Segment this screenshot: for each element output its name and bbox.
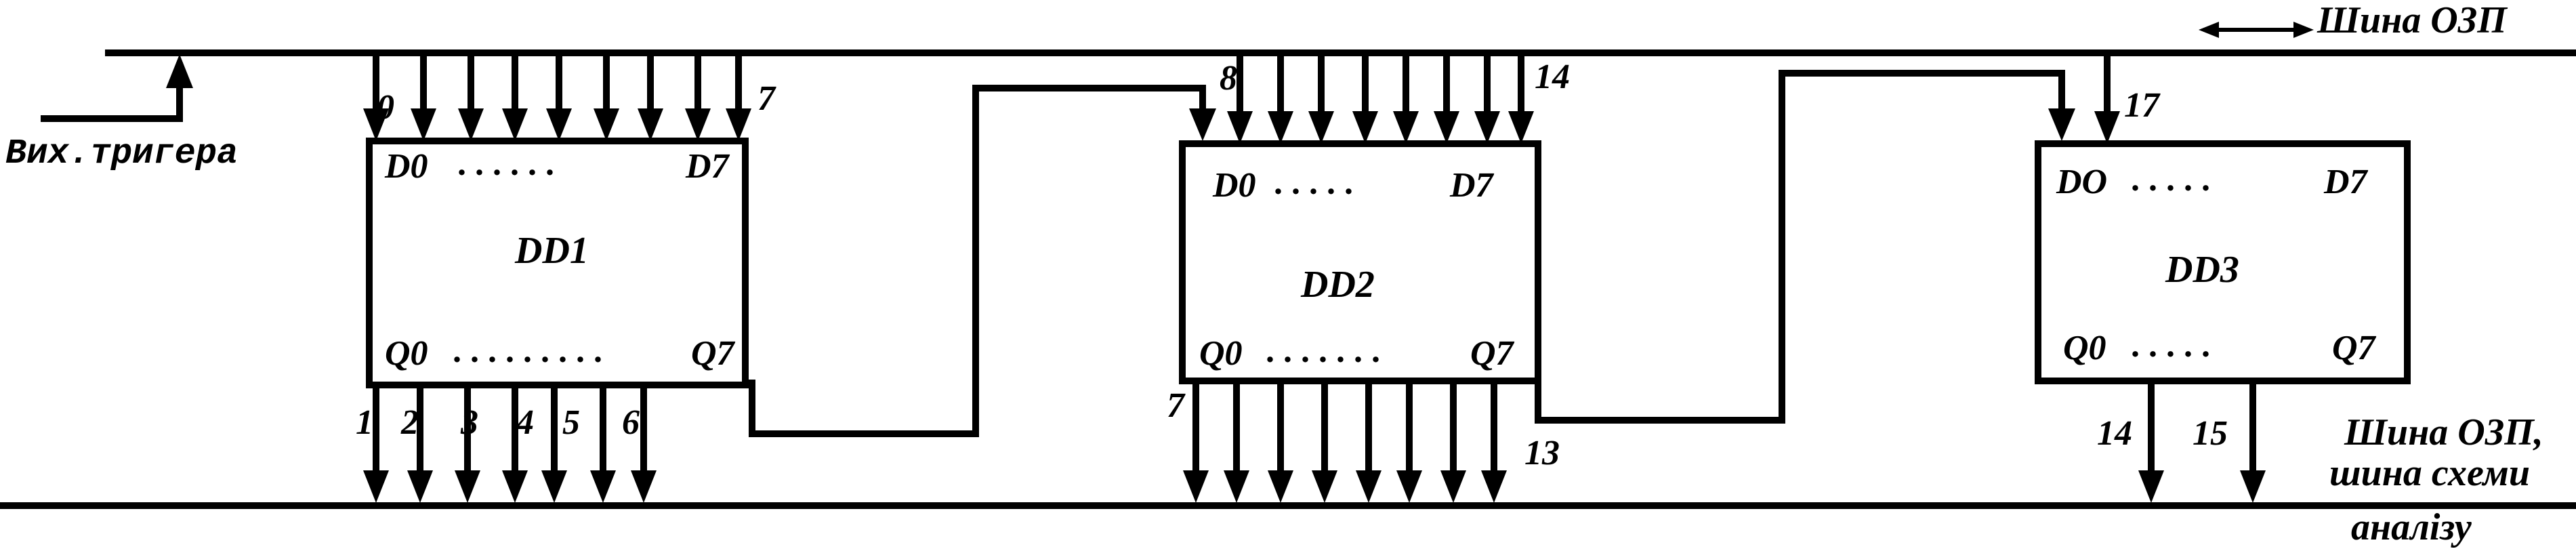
wire-dd2-q7-to-dd3-d0	[1535, 70, 2065, 424]
dd1-output-arrow-5	[590, 385, 616, 503]
dd1-input-arrow-6	[638, 53, 663, 141]
dd3-in-num: 17	[2124, 86, 2161, 125]
dd2-input-arrow-3	[1352, 53, 1378, 144]
dd2-input-arrow-7	[1508, 53, 1534, 144]
dd1-out-2: 2	[400, 403, 419, 442]
dd2-input-arrow-4	[1393, 53, 1419, 144]
bottom-bus-label-line2: шина схеми	[2329, 452, 2530, 494]
dd1-q-dots: . . . . . . . . .	[453, 331, 602, 370]
top-bus-label: Шина ОЗП	[2317, 0, 2508, 41]
dd1-out-1: 1	[356, 403, 373, 442]
dd1-d-dots: . . . . . .	[457, 144, 554, 183]
dd1-input-arrow-8	[726, 53, 751, 141]
dd2-q-dots: . . . . . . .	[1266, 331, 1380, 370]
dd1-in-last: 7	[757, 79, 776, 118]
dd3-q-last: Q7	[2332, 329, 2377, 367]
bidirectional-arrow-icon	[2199, 22, 2314, 38]
dd2-input-arrow-2	[1308, 53, 1334, 144]
dd1-name: DD1	[514, 230, 589, 272]
dd1-q-first: Q0	[385, 334, 428, 373]
trigger-label: Вих.тригера	[5, 134, 238, 174]
dd3-d-last: D7	[2323, 163, 2369, 201]
dd2-input-arrow-1	[1268, 53, 1293, 144]
dd2-output-arrow-2	[1268, 381, 1293, 503]
dd1-d-first: D0	[384, 147, 428, 186]
dd1-input-arrow-1	[411, 53, 436, 141]
dd2-d-dots: . . . . .	[1274, 163, 1353, 202]
trigger-output-line	[41, 54, 193, 122]
dd2-output-arrow-3	[1312, 381, 1337, 503]
dd1-output-arrow-3	[502, 385, 528, 503]
wire-dd2-dd3-arrowhead	[2048, 108, 2075, 141]
dd2-out-first: 7	[1167, 386, 1186, 425]
dd1-output-arrow-1	[407, 385, 433, 503]
dd2-output-arrow-1	[1224, 381, 1249, 503]
dd1-input-arrow-2	[458, 53, 484, 141]
bottom-bus-label-line3: аналізу	[2351, 506, 2472, 548]
dd2-in-first: 8	[1220, 59, 1237, 98]
dd1-input-arrow-7	[685, 53, 711, 141]
dd1-output-arrow-4	[541, 385, 567, 503]
dd1-input-arrow-3	[502, 53, 528, 141]
dd3-out-14: 14	[2097, 414, 2132, 453]
dd1-out-5: 5	[562, 403, 580, 442]
dd1-out-6: 6	[622, 403, 640, 442]
dd2-input-arrow-5	[1434, 53, 1459, 144]
bus-arrows	[363, 53, 2266, 503]
dd2-output-arrow-5	[1396, 381, 1422, 503]
dd3-name: DD3	[2165, 249, 2239, 291]
dd3-d-first: DO	[2056, 163, 2107, 201]
dd3-input-arrow-17	[2094, 53, 2120, 144]
dd2-output-arrow-7	[1481, 381, 1507, 503]
dd2-output-arrow-6	[1440, 381, 1466, 503]
dd3-out-15: 15	[2193, 414, 2228, 453]
dd1-d-last: D7	[685, 147, 730, 186]
dd1-q-last: Q7	[691, 334, 736, 373]
wire-dd1-q7-to-dd2-d0	[745, 85, 1206, 437]
dd2-output-arrow-4	[1356, 381, 1382, 503]
dd1-output-arrow-2	[455, 385, 480, 503]
dd1-input-arrow-4	[546, 53, 572, 141]
dd2-in-last: 14	[1535, 58, 1570, 96]
dd1-input-arrow-5	[594, 53, 619, 141]
dd1-out-4: 4	[516, 403, 534, 442]
dd3-d-dots: . . . . .	[2131, 160, 2210, 199]
dd2-input-arrow-0	[1227, 53, 1253, 144]
dd1-input-arrow-0	[363, 53, 389, 141]
dd2-out-last: 13	[1524, 434, 1560, 472]
bottom-bus-label-line1: Шина ОЗП,	[2344, 411, 2543, 453]
dd3-q-dots: . . . . .	[2131, 326, 2210, 365]
dd3-output-arrow-14	[2138, 381, 2164, 503]
dd2-q-last: Q7	[1470, 334, 1515, 373]
dd3-q-first: Q0	[2063, 329, 2106, 367]
dd3-block	[2035, 140, 2411, 384]
dd2-input-arrow-6	[1474, 53, 1500, 144]
dd2-d-last: D7	[1449, 166, 1495, 205]
dd2-block	[1179, 140, 1541, 384]
dd2-q-first: Q0	[1199, 334, 1243, 373]
wire-dd1-dd2-arrowhead	[1189, 108, 1216, 141]
dd3-output-arrow-15	[2240, 381, 2266, 503]
dd2-output-arrow-0	[1183, 381, 1209, 503]
dd1-output-arrow-0	[363, 385, 389, 503]
dd2-d-first: D0	[1212, 166, 1256, 205]
dd1-block	[366, 138, 749, 388]
dd1-output-arrow-6	[631, 385, 657, 503]
dd2-name: DD2	[1300, 264, 1375, 306]
